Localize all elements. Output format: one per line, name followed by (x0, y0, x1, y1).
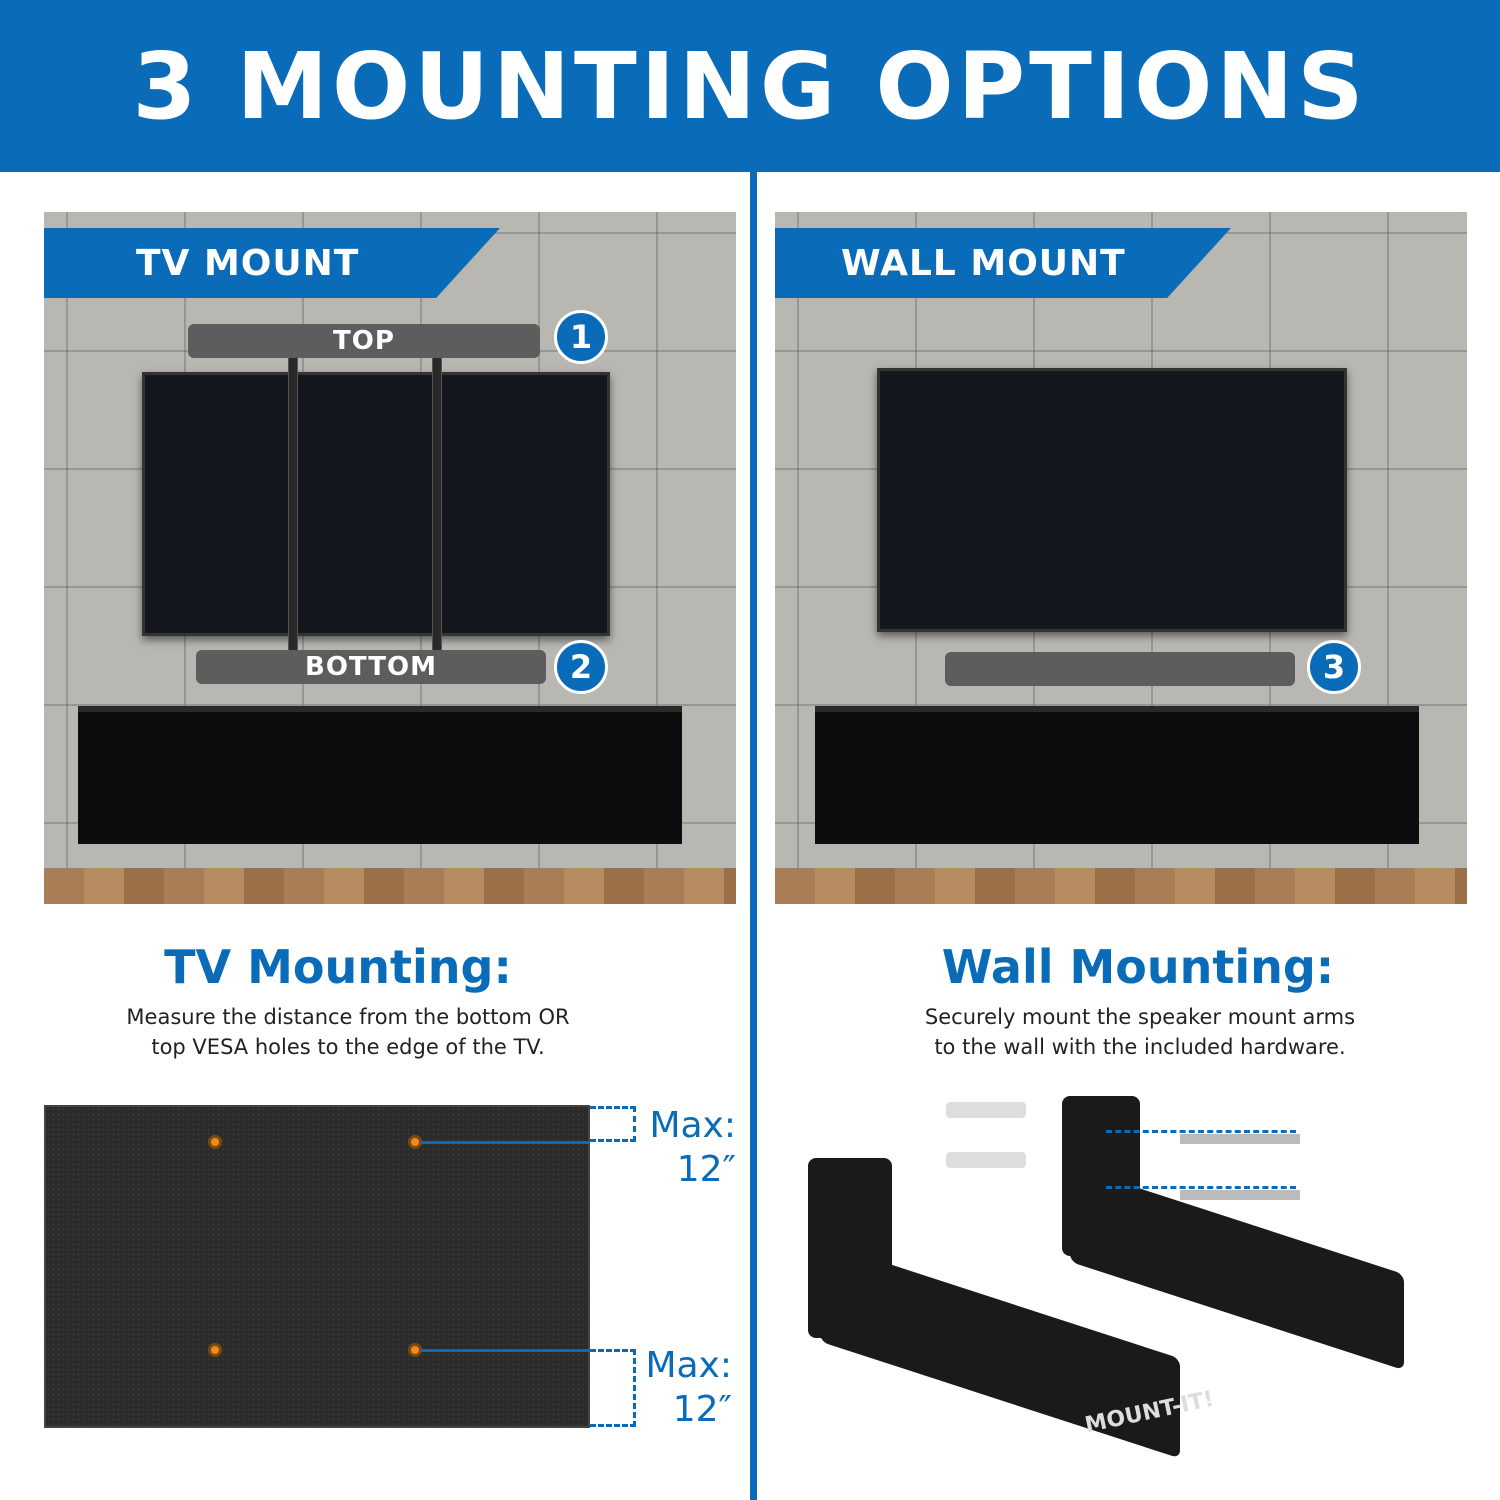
wall-bracket-image: MOUNT-IT! (800, 1090, 1420, 1470)
mount-arm (432, 352, 442, 652)
vesa-hole (208, 1343, 222, 1357)
media-console (78, 706, 682, 844)
max-label: Max: (649, 1105, 736, 1146)
wall-mounting-desc: Securely mount the speaker mount arms to … (794, 1002, 1486, 1062)
max-top-label: Max:12″ (630, 1104, 736, 1192)
soundbar-bottom: BOTTOM (196, 650, 546, 684)
measure-line-bottom (420, 1349, 590, 1352)
tv-mounting-desc: Measure the distance from the bottom OR t… (2, 1002, 694, 1062)
max-value: 12″ (676, 1149, 736, 1190)
badge-1: 1 (554, 310, 608, 364)
wall-anchor (946, 1152, 1026, 1168)
desc-line: Securely mount the speaker mount arms (924, 1005, 1356, 1029)
tv-mount-photo: TV MOUNT TOP BOTTOM 1 2 (44, 212, 736, 904)
wall-mount-banner: WALL MOUNT (775, 228, 1231, 298)
max-label: Max: (645, 1345, 732, 1386)
media-console (815, 706, 1419, 844)
hardware-line (1106, 1130, 1296, 1133)
max-value: 12″ (672, 1389, 732, 1430)
badge-2: 2 (554, 640, 608, 694)
desc-line: top VESA holes to the edge of the TV. (151, 1035, 545, 1059)
tv-mounting-title: TV Mounting: (164, 940, 512, 994)
soundbar-top: TOP (188, 324, 540, 358)
screw (1180, 1190, 1300, 1200)
tv (877, 368, 1347, 632)
desc-line: to the wall with the included hardware. (934, 1035, 1346, 1059)
divider (750, 172, 757, 1500)
measure-line-top (420, 1141, 590, 1144)
desc-line: Measure the distance from the bottom OR (126, 1005, 570, 1029)
soundbar (945, 652, 1295, 686)
hardware-line (1106, 1186, 1296, 1189)
tv-mount-banner: TV MOUNT (44, 228, 500, 298)
tv-back-image (44, 1105, 590, 1428)
measure-bracket-bottom (590, 1349, 636, 1427)
measure-bracket-top (590, 1106, 636, 1142)
max-bottom-label: Max:12″ (630, 1344, 732, 1432)
screw (1180, 1134, 1300, 1144)
wall-mounting-title: Wall Mounting: (941, 940, 1335, 994)
wall-mount-photo: WALL MOUNT 3 (775, 212, 1467, 904)
vesa-hole (208, 1135, 222, 1149)
mount-arm (288, 352, 298, 652)
page-title: 3 MOUNTING OPTIONS (132, 32, 1368, 140)
badge-3: 3 (1307, 640, 1361, 694)
tv (142, 372, 610, 636)
header-banner: 3 MOUNTING OPTIONS (0, 0, 1500, 172)
wall-anchor (946, 1102, 1026, 1118)
